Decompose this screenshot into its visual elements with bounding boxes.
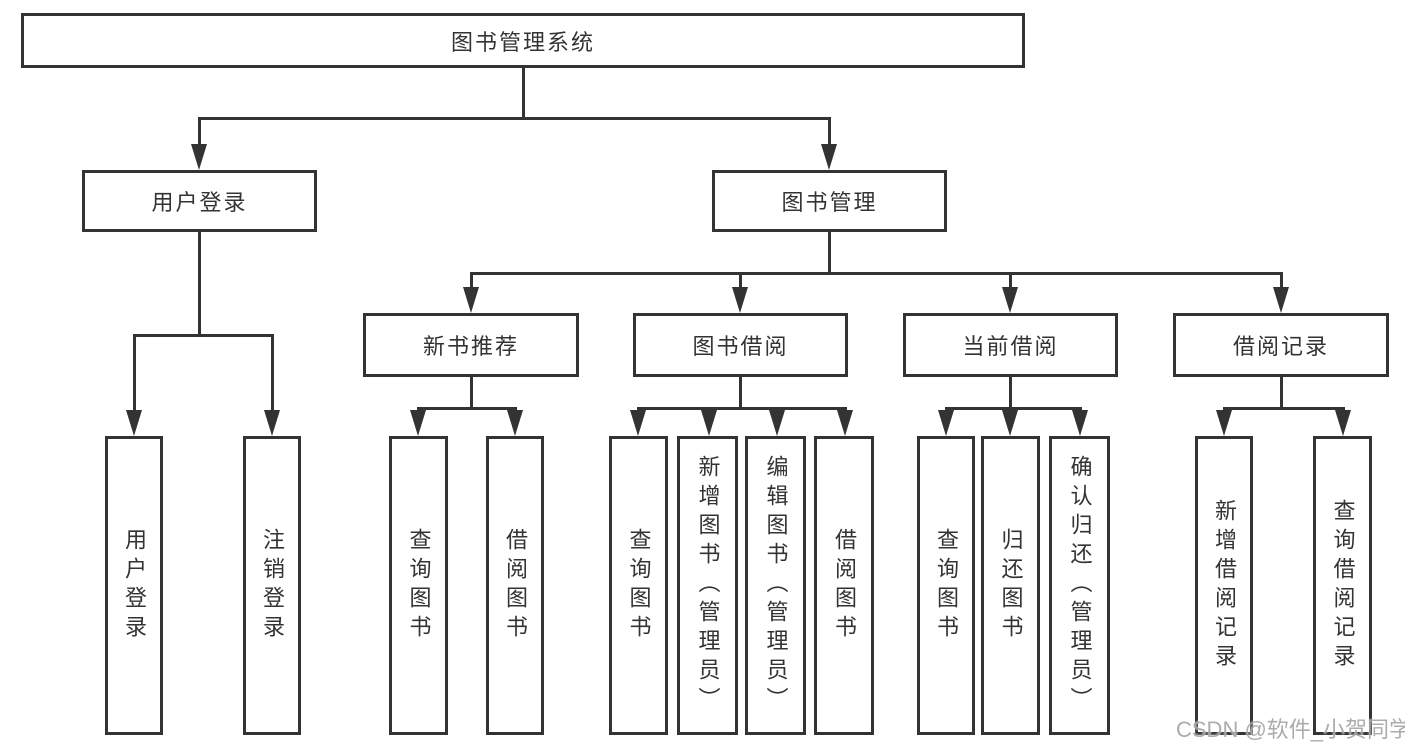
connector-line bbox=[1280, 377, 1283, 410]
node-label: 图书管理系统 bbox=[450, 29, 595, 55]
node-new-book-recommend: 新书推荐 bbox=[363, 313, 579, 377]
connector-line bbox=[470, 377, 473, 410]
node-user-login: 用户登录 bbox=[82, 170, 317, 232]
leaf-records-add-record: 新增借阅记录 bbox=[1195, 436, 1253, 735]
arrow-down-icon bbox=[1072, 410, 1088, 436]
connector-line bbox=[637, 407, 847, 410]
arrow-down-icon bbox=[264, 410, 280, 436]
node-label: 编辑图书（管理员） bbox=[763, 455, 789, 716]
connector-line bbox=[522, 68, 525, 118]
node-label: 借阅记录 bbox=[1232, 334, 1329, 359]
node-label: 新增借阅记录 bbox=[1212, 498, 1237, 673]
node-book-borrowing: 图书借阅 bbox=[633, 313, 848, 377]
connector-line bbox=[133, 334, 274, 337]
leaf-user-login: 用户登录 bbox=[105, 436, 163, 735]
arrow-down-icon bbox=[769, 410, 785, 436]
connector-line bbox=[828, 117, 831, 152]
leaf-recommend-borrow-books: 借阅图书 bbox=[486, 436, 544, 735]
arrow-down-icon bbox=[938, 410, 954, 436]
node-current-borrowing: 当前借阅 bbox=[903, 313, 1118, 377]
node-label: 查询图书 bbox=[406, 527, 432, 644]
connector-line bbox=[133, 334, 136, 416]
watermark: CSDN @软件_小贺同学 bbox=[1176, 717, 1405, 742]
node-label: 查询图书 bbox=[934, 527, 959, 644]
node-label: 归还图书 bbox=[998, 527, 1024, 644]
connector-line bbox=[198, 232, 201, 337]
node-borrowing-records: 借阅记录 bbox=[1173, 313, 1389, 377]
leaf-borrowing-query-books: 查询图书 bbox=[609, 436, 668, 735]
node-label: 借阅图书 bbox=[503, 527, 528, 644]
node-label: 查询图书 bbox=[626, 527, 652, 644]
node-label: 查询借阅记录 bbox=[1330, 498, 1356, 673]
connector-line bbox=[198, 117, 831, 120]
leaf-current-confirm-return-admin: 确认归还（管理员） bbox=[1049, 436, 1110, 735]
node-label: 图书借阅 bbox=[692, 334, 789, 359]
leaf-borrowing-borrow-books: 借阅图书 bbox=[814, 436, 874, 735]
connector-line bbox=[1009, 272, 1012, 292]
arrow-down-icon bbox=[1002, 410, 1018, 436]
arrow-down-icon bbox=[191, 144, 207, 170]
connector-line bbox=[470, 272, 1283, 275]
node-label: 新增图书（管理员） bbox=[695, 455, 721, 716]
arrow-down-icon bbox=[1335, 410, 1351, 436]
connector-line bbox=[1280, 272, 1283, 292]
arrow-down-icon bbox=[837, 410, 853, 436]
arrow-down-icon bbox=[126, 410, 142, 436]
leaf-recommend-query-books: 查询图书 bbox=[389, 436, 448, 735]
connector-line bbox=[828, 232, 831, 275]
node-label: 当前借阅 bbox=[962, 334, 1059, 359]
leaf-current-query-books: 查询图书 bbox=[917, 436, 975, 735]
arrow-down-icon bbox=[463, 287, 479, 313]
node-label: 新书推荐 bbox=[422, 334, 519, 359]
node-book-management: 图书管理 bbox=[712, 170, 947, 232]
arrow-down-icon bbox=[1216, 410, 1232, 436]
connector-line bbox=[417, 407, 517, 410]
leaf-logout: 注销登录 bbox=[243, 436, 301, 735]
leaf-records-query-record: 查询借阅记录 bbox=[1313, 436, 1372, 735]
connector-line bbox=[271, 334, 274, 416]
node-label: 图书管理 bbox=[781, 190, 878, 215]
node-root: 图书管理系统 bbox=[21, 13, 1025, 68]
arrow-down-icon bbox=[630, 410, 646, 436]
arrow-down-icon bbox=[1273, 287, 1289, 313]
arrow-down-icon bbox=[507, 410, 523, 436]
leaf-current-return-books: 归还图书 bbox=[981, 436, 1040, 735]
connector-line bbox=[1009, 377, 1012, 410]
connector-line bbox=[739, 377, 742, 410]
leaf-borrowing-add-books-admin: 新增图书（管理员） bbox=[677, 436, 738, 735]
node-label: 借阅图书 bbox=[832, 527, 857, 644]
arrow-down-icon bbox=[1002, 287, 1018, 313]
node-label: 确认归还（管理员） bbox=[1067, 455, 1093, 716]
connector-line bbox=[198, 117, 201, 152]
arrow-down-icon bbox=[732, 287, 748, 313]
arrow-down-icon bbox=[701, 410, 717, 436]
connector-line bbox=[739, 272, 742, 292]
connector-line bbox=[945, 407, 1082, 410]
node-label: 用户登录 bbox=[122, 527, 147, 644]
arrow-down-icon bbox=[410, 410, 426, 436]
arrow-down-icon bbox=[821, 144, 837, 170]
connector-line bbox=[470, 272, 473, 292]
connector-line bbox=[1223, 407, 1345, 410]
node-label: 注销登录 bbox=[260, 527, 285, 644]
node-label: 用户登录 bbox=[151, 190, 248, 215]
leaf-borrowing-edit-books-admin: 编辑图书（管理员） bbox=[745, 436, 806, 735]
